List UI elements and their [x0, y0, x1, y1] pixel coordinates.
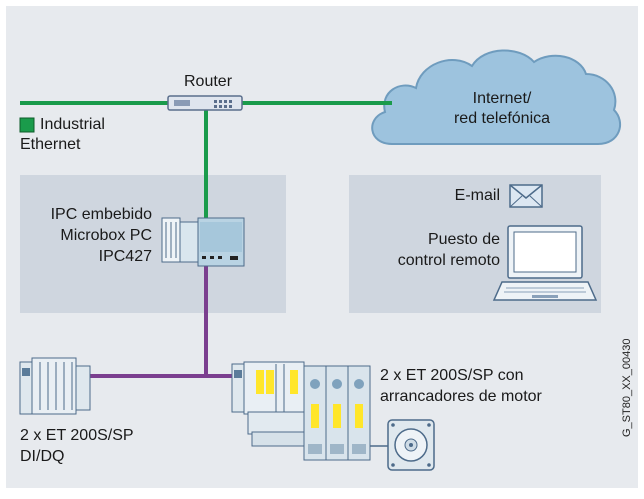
- ipc-device: [161, 217, 245, 267]
- et200-didq-device: [19, 357, 91, 415]
- legend-label-line2: Ethernet: [20, 136, 81, 153]
- figure-id-label: G_ST80_XX_00430: [621, 338, 633, 437]
- router-label: Router: [184, 73, 233, 90]
- ipc-label-line1: IPC embebido: [50, 206, 152, 223]
- ipc-label-line2: Microbox PC: [60, 227, 152, 244]
- laptop-icon: [492, 225, 598, 301]
- ipc-label-line3: IPC427: [98, 248, 152, 265]
- et200-left-label-line1: 2 x ET 200S/SP: [20, 427, 134, 444]
- ethernet-legend-swatch: [19, 117, 35, 133]
- internet-label-line1: Internet/: [472, 90, 532, 107]
- legend-label-line1: Industrial: [40, 116, 105, 133]
- router-device: [167, 95, 243, 111]
- motor-icon: [387, 419, 435, 471]
- et200-right-label-line2: arrancadores de motor: [380, 388, 542, 405]
- remote-station-line2: control remoto: [397, 252, 500, 269]
- cloud-shape: [371, 49, 622, 145]
- et200-motor-starter-device: [231, 361, 371, 461]
- internet-label-line2: red telefónica: [453, 110, 551, 127]
- remote-station-line1: Puesto de: [427, 231, 500, 248]
- email-envelope-icon: [509, 184, 543, 208]
- et200-right-label-line1: 2 x ET 200S/SP con: [380, 367, 524, 384]
- email-label: E-mail: [454, 187, 500, 204]
- et200-left-label-line2: DI/DQ: [20, 448, 65, 465]
